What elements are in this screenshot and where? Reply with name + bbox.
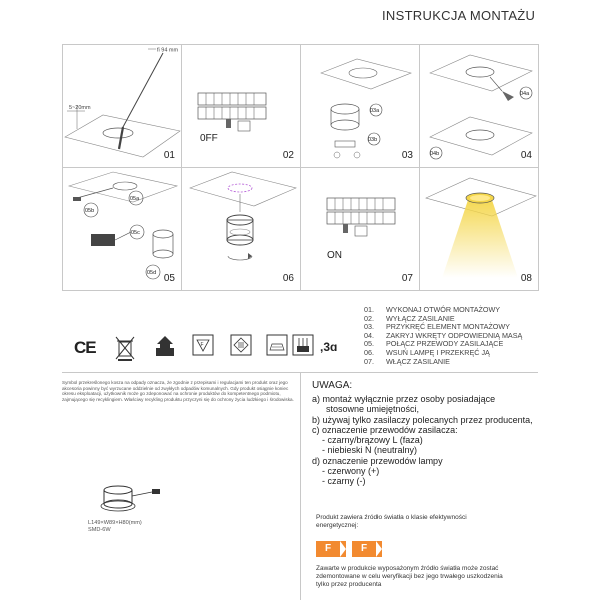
class-iii-icon bbox=[230, 334, 252, 356]
recycling-notice: Symbol przekreślonego kosza na odpady oz… bbox=[62, 380, 294, 402]
depth-label: 5~20mm bbox=[69, 105, 91, 111]
notice-line: - czarny (-) bbox=[322, 476, 366, 487]
notice-line: d) oznaczenie przewodów lampy bbox=[312, 455, 443, 466]
notice-line: c) oznaczenie przewodów zasilacza: bbox=[312, 424, 458, 435]
terminal-block-off-illustration: 0FF bbox=[197, 92, 267, 144]
notice-line: - czarny/brązowy L (faza) bbox=[322, 435, 423, 446]
panel-number: 03 bbox=[401, 150, 413, 161]
thermal-insulation-icon bbox=[266, 334, 288, 356]
panel-number: 05 bbox=[163, 273, 175, 284]
notice-line: - czerwony (+) bbox=[322, 466, 380, 477]
mounting-element-illustration: 03a 03b bbox=[320, 58, 412, 159]
energy-class-letter: F bbox=[324, 543, 332, 554]
step-panel-06: 06 bbox=[181, 167, 301, 291]
energy-class-badge: F bbox=[352, 541, 382, 557]
step-panel-08: 08 bbox=[419, 167, 539, 291]
step-item: 06.WSUŃ LAMPĘ I PRZEKRĘĆ JĄ bbox=[364, 347, 490, 357]
light-source-replacement-notice: Zawarte w produkcie wyposażonym źródło ś… bbox=[316, 565, 503, 588]
callout-03a: 03a bbox=[370, 108, 380, 114]
drill-hole-illustration: fi 94 mm 5~20mm bbox=[64, 48, 181, 158]
cover-screws-illustration: 04a 04b bbox=[429, 54, 533, 160]
step-panel-01: fi 94 mm 5~20mm 01 bbox=[62, 44, 182, 168]
energy-class-text: Produkt zawiera źródło światła o klasie … bbox=[316, 514, 467, 529]
step-item: 05.POŁĄCZ PRZEWODY ZASILAJĄCE bbox=[364, 339, 504, 349]
off-label: 0FF bbox=[200, 133, 218, 144]
lead-distance-mark: ,3ɑ bbox=[320, 340, 338, 354]
callout-05d: 05d bbox=[147, 270, 156, 276]
dimensions-size: L149×W89×H80(mm) bbox=[88, 520, 142, 526]
step-item: 04.ZAKRYJ WKRĘTY ODPOWIEDNIĄ MASĄ bbox=[364, 330, 523, 340]
callout-05c: 05c bbox=[131, 230, 140, 236]
energy-class-letter: F bbox=[360, 543, 368, 554]
installation-box-icon bbox=[292, 334, 314, 356]
insert-lamp-illustration bbox=[189, 171, 297, 261]
panel-number: 08 bbox=[520, 273, 532, 284]
energy-class-badge: F bbox=[316, 541, 346, 557]
indoor-use-icon bbox=[156, 336, 174, 356]
instruction-grid: fi 94 mm 5~20mm 01 0FF 02 bbox=[62, 44, 539, 291]
on-label: ON bbox=[327, 250, 342, 261]
callout-05a: 05a bbox=[130, 196, 140, 202]
terminal-block-on-illustration: ON bbox=[326, 197, 396, 261]
step-panel-07: ON 07 bbox=[300, 167, 420, 291]
ip-rating-icon: F bbox=[192, 334, 214, 356]
panel-number: 01 bbox=[163, 150, 175, 161]
warning-title: UWAGA: bbox=[312, 380, 353, 391]
page-title: INSTRUKCJA MONTAŻU bbox=[382, 8, 536, 23]
step-item: 01.WYKONAJ OTWÓR MONTAŻOWY bbox=[364, 305, 501, 314]
panel-number: 07 bbox=[401, 273, 413, 284]
callout-04b: 04b bbox=[430, 151, 439, 157]
callout-04a: 04a bbox=[520, 91, 530, 97]
step-item: 07.WŁĄCZ ZASILANIE bbox=[364, 356, 450, 366]
step-item: 03.PRZYKRĘĆ ELEMENT MONTAŻOWY bbox=[364, 322, 510, 332]
callout-05b: 05b bbox=[85, 208, 94, 214]
ce-mark: CE bbox=[74, 338, 97, 357]
panel-number: 02 bbox=[282, 150, 294, 161]
notice-line: a) montaż wyłącznie przez osoby posiadaj… bbox=[312, 394, 496, 404]
notice-line: b) używaj tylko zasilaczy polecanych prz… bbox=[312, 414, 533, 425]
step-item: 02.WYŁĄCZ ZASILANIE bbox=[364, 313, 455, 323]
lamp-lit-illustration bbox=[425, 177, 537, 278]
panel-number: 04 bbox=[520, 150, 532, 161]
steps-list: 01.WYKONAJ OTWÓR MONTAŻOWY 02.WYŁĄCZ ZAS… bbox=[364, 305, 523, 366]
connect-wires-illustration: 05b 05a 05c 05d bbox=[67, 171, 179, 280]
svg-text:F: F bbox=[201, 342, 204, 348]
weee-bin-icon bbox=[115, 336, 135, 361]
warning-notice: UWAGA: a) montaż wyłącznie przez osoby p… bbox=[312, 380, 533, 487]
panel-number: 06 bbox=[282, 273, 294, 284]
step-panel-02: 0FF 02 bbox=[181, 44, 301, 168]
notice-line: - niebieski N (neutralny) bbox=[322, 445, 418, 456]
vertical-divider bbox=[300, 372, 301, 600]
step-panel-03: 03a 03b 03 bbox=[300, 44, 420, 168]
light-source: SMD-6W bbox=[88, 527, 111, 533]
step-panel-04: 04a 04b 04 bbox=[419, 44, 539, 168]
lamp-drawing bbox=[100, 485, 160, 512]
callout-03b: 03b bbox=[368, 137, 377, 143]
dimensions-info: L149×W89×H80(mm) SMD-6W bbox=[88, 520, 142, 534]
step-panel-05: 05b 05a 05c 05d 05 bbox=[62, 167, 182, 291]
drill-size-label: fi 94 mm bbox=[157, 48, 179, 54]
notice-line: stosowne umiejętności, bbox=[326, 404, 420, 415]
